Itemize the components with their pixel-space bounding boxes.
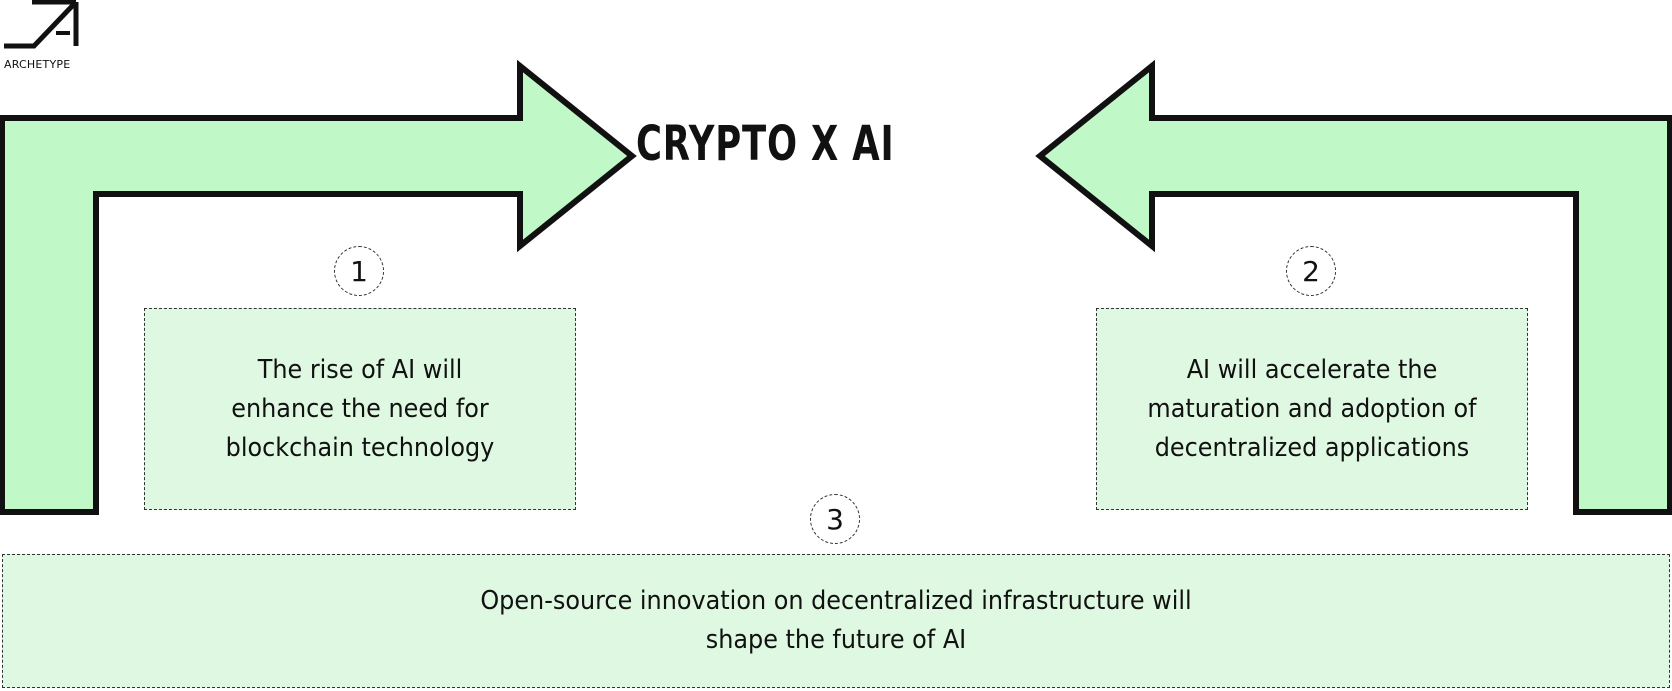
item-3-number-badge: 3 — [810, 494, 860, 544]
item-1-text: The rise of AI will enhance the need for… — [225, 354, 495, 463]
item-2-number-badge: 2 — [1286, 246, 1336, 296]
item-3-box: Open-source innovation on decentralized … — [2, 554, 1670, 688]
item-2-box: AI will accelerate the maturation and ad… — [1096, 308, 1528, 510]
archetype-logo: ARCHETYPE — [4, 0, 84, 72]
logo-text: ARCHETYPE — [4, 58, 71, 71]
archetype-logo-mark-icon — [4, 0, 79, 49]
item-1-box: The rise of AI will enhance the need for… — [144, 308, 576, 510]
item-3-text: Open-source innovation on decentralized … — [480, 586, 1192, 655]
diagram-title: CRYPTO X AI — [636, 116, 895, 172]
item-1-number-badge: 1 — [334, 246, 384, 296]
item-2-text: AI will accelerate the maturation and ad… — [1147, 354, 1477, 463]
left-arrow-shape — [0, 59, 637, 515]
right-arrow-shape — [1035, 59, 1672, 515]
